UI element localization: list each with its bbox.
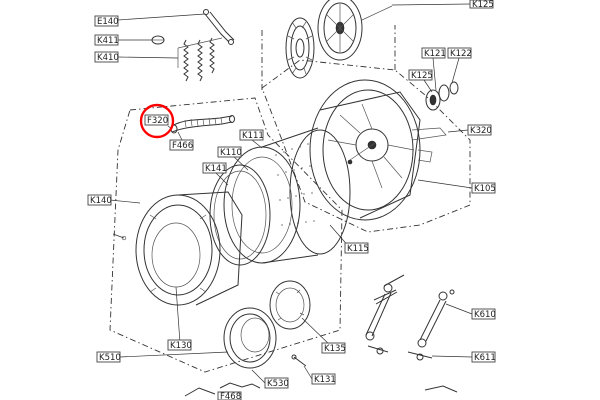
svg-text:K610: K610 <box>474 310 496 320</box>
gasket-part <box>223 307 277 369</box>
leader-lines <box>109 3 473 384</box>
svg-text:K510: K510 <box>99 353 121 363</box>
label-k320: K320 <box>467 124 492 136</box>
k131-screw <box>291 354 307 367</box>
label-k410: K410 <box>94 51 119 63</box>
label-k122: K122 <box>447 47 472 59</box>
drain-hose-part <box>170 115 235 134</box>
gasket-ring-part <box>269 280 311 330</box>
bearing-set <box>425 81 459 111</box>
spring-set <box>177 37 223 82</box>
label-k110: K110 <box>217 146 242 158</box>
svg-text:K125: K125 <box>472 0 494 10</box>
svg-text:F320: F320 <box>147 116 168 126</box>
label-f468: F468 <box>217 391 242 400</box>
label-k121: K121 <box>421 47 446 59</box>
rotor-part <box>285 17 315 79</box>
svg-text:K115: K115 <box>347 244 369 254</box>
svg-text:K121: K121 <box>424 49 446 59</box>
svg-text:F468: F468 <box>220 392 241 400</box>
label-k130: K130 <box>167 339 192 351</box>
svg-text:K125: K125 <box>411 71 433 81</box>
svg-text:F466: F466 <box>172 141 193 151</box>
front-tub-part <box>112 191 243 306</box>
drum-part <box>223 127 376 264</box>
svg-text:K611: K611 <box>474 353 496 363</box>
svg-text:K131: K131 <box>314 375 336 385</box>
label-f466: F466 <box>169 139 194 151</box>
label-k411: K411 <box>94 34 119 46</box>
label-k115: K115 <box>344 242 369 254</box>
label-k125-top: K125 <box>469 0 494 10</box>
label-k611: K611 <box>471 351 496 363</box>
label-f320: F320 <box>144 114 169 126</box>
svg-text:K411: K411 <box>97 36 119 46</box>
label-k610: K610 <box>471 308 496 320</box>
svg-text:K530: K530 <box>267 379 289 389</box>
svg-text:K140: K140 <box>90 196 112 206</box>
label-k135: K135 <box>321 342 346 354</box>
svg-text:K410: K410 <box>97 53 119 63</box>
pulley-part <box>317 0 393 61</box>
label-k140: K140 <box>87 194 112 206</box>
damper-left-part <box>365 274 405 355</box>
svg-text:K130: K130 <box>170 341 192 351</box>
label-k530: K530 <box>264 377 289 389</box>
k125-bottom-part <box>424 385 458 393</box>
svg-text:K110: K110 <box>220 148 242 158</box>
svg-text:K111: K111 <box>242 131 264 141</box>
label-k111: K111 <box>239 129 264 141</box>
svg-text:K320: K320 <box>470 126 492 136</box>
label-k510: K510 <box>96 351 121 363</box>
svg-text:E140: E140 <box>97 17 119 27</box>
label-k125: K125 <box>408 69 433 81</box>
f468-part <box>184 387 216 397</box>
highlight-circle-f320 <box>139 103 175 139</box>
k530-part <box>219 382 261 389</box>
hose-clamp-part <box>203 9 235 45</box>
damper-right-part <box>407 289 455 361</box>
svg-text:K122: K122 <box>450 49 472 59</box>
label-k141: K141 <box>202 162 227 174</box>
label-e140: E140 <box>94 15 119 27</box>
svg-text:K141: K141 <box>205 164 227 174</box>
label-k131: K131 <box>311 373 336 385</box>
k411-clip <box>151 35 165 45</box>
rear-tub-part <box>309 79 447 221</box>
svg-text:K105: K105 <box>474 184 496 194</box>
label-k105: K105 <box>471 182 496 194</box>
svg-text:K135: K135 <box>324 344 346 354</box>
